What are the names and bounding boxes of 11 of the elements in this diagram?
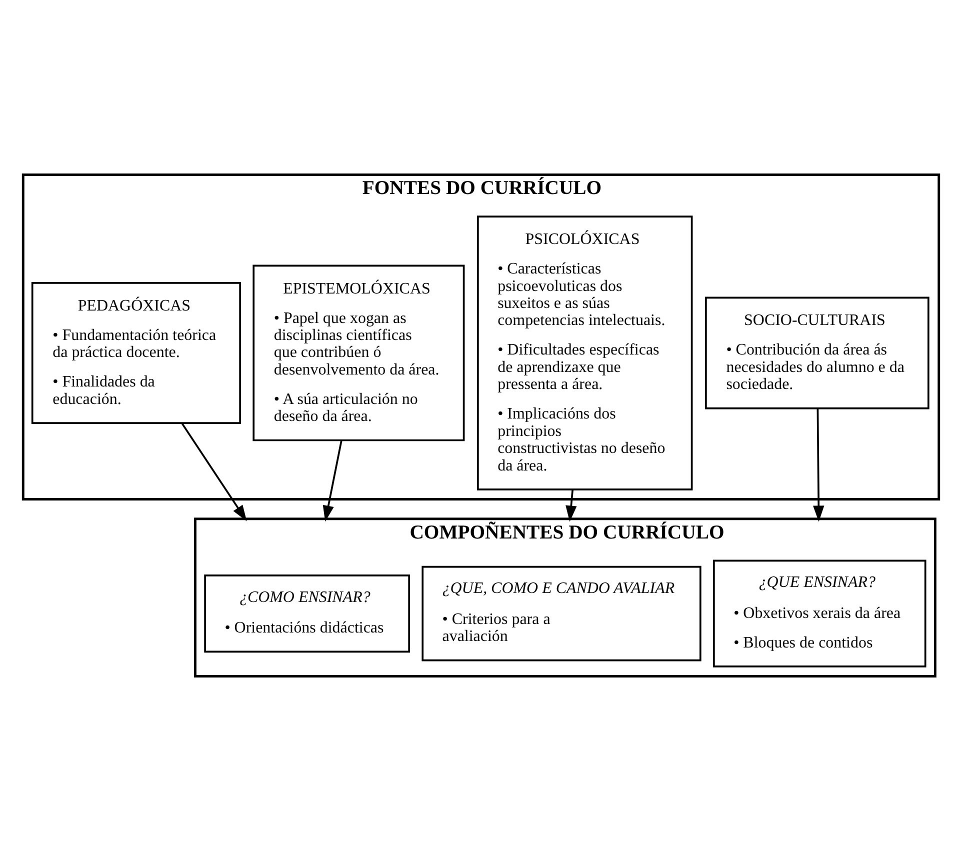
node-box: SOCIO-CULTURAIS • Contribución da área ás necesidades do alumno e da sociedade.: [705, 296, 930, 410]
arrow: [322, 440, 342, 522]
node-box: EPISTEMOLÓXICAS • Papel que xogan as disciplinas científicas que contribúen ó desenvolvemento da área. • A súa articulación no deseño da área.: [252, 264, 465, 442]
node-box: ¿QUE ENSINAR? • Obxetivos xerais da área • Bloques de contidos: [713, 560, 926, 668]
arrow: [813, 408, 824, 522]
arrow: [566, 490, 577, 522]
arrow: [181, 422, 247, 522]
node-box: PEDAGÓXICAS • Fundamentación teórica da práctica docente. • Finalidades da educación.: [31, 282, 241, 424]
node-box: ¿QUE, COMO E CANDO AVALIAR • Criterios para a avaliación: [422, 566, 702, 662]
node-box: PSICOLÓXICAS • Características psicoevoluticas dos suxeitos e as súas competencias intelectuais. • Dificultades específicas de aprendizaxe que pressenta a área. • Implicacións dos principios constructivistas no deseño da área.: [477, 216, 693, 490]
node-box: ¿COMO ENSINAR? • Orientacións didácticas: [204, 574, 410, 653]
